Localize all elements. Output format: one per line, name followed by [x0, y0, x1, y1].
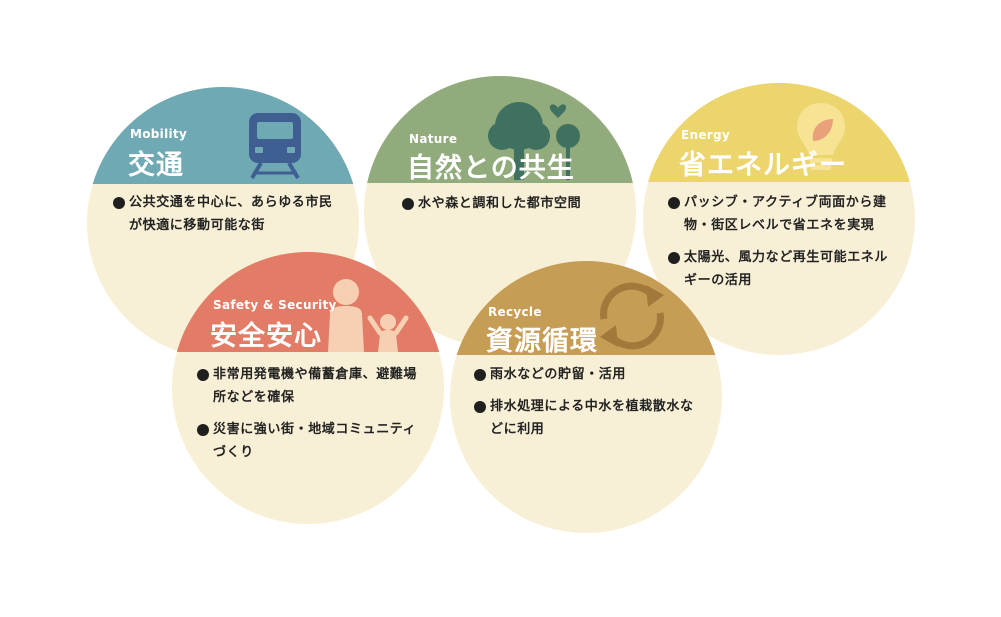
card-title: 交通	[128, 150, 184, 181]
card-mobility: Mobility 交通 公共交通を中心に、あらゆる市民が快適に移動可能な街	[87, 87, 359, 359]
card-header	[172, 252, 444, 352]
card-subtitle: Energy	[681, 128, 731, 142]
lightbulb-leaf-icon	[797, 103, 845, 170]
card-header	[450, 261, 722, 355]
list-item: 排水処理による中水を植栽散水などに利用	[474, 395, 699, 441]
card-header	[87, 87, 359, 184]
card-subtitle: Nature	[409, 132, 458, 146]
card-subtitle: Mobility	[130, 127, 188, 141]
recycle-arrows-icon	[600, 282, 664, 350]
list-item: 災害に強い街・地域コミュニティづくり	[197, 418, 422, 464]
train-icon	[249, 113, 301, 179]
card-title: 省エネルギー	[679, 150, 847, 181]
list-item: パッシブ・アクティブ両面から建物・街区レベルで省エネを実現	[668, 191, 898, 237]
card-subtitle: Recycle	[488, 305, 542, 319]
card-title: 自然との共生	[407, 153, 575, 184]
list-item: 公共交通を中心に、あらゆる市民が快適に移動可能な街	[113, 191, 341, 237]
card-safety: Safety & Security 安全安心 非常用発電機や備蓄倉庫、避難場所な…	[172, 252, 444, 524]
list-item: 太陽光、風力など再生可能エネルギーの活用	[668, 246, 898, 292]
family-icon	[328, 279, 409, 352]
card-energy: Energy 省エネルギー パッシブ・アクティブ両面から建物・街区レベルで省エネ…	[643, 83, 915, 355]
tree-icon	[488, 102, 580, 180]
card-recycle: Recycle 資源循環 雨水などの貯留・活用 排水処理による中水を植栽散水など…	[450, 261, 722, 533]
card-header	[643, 83, 915, 182]
list-item: 雨水などの貯留・活用	[474, 363, 699, 386]
card-subtitle: Safety & Security	[213, 298, 337, 312]
list-item: 非常用発電機や備蓄倉庫、避難場所などを確保	[197, 363, 422, 409]
list-item: 水や森と調和した都市空間	[402, 192, 622, 215]
card-title: 資源循環	[486, 326, 598, 357]
card-title: 安全安心	[210, 321, 322, 352]
